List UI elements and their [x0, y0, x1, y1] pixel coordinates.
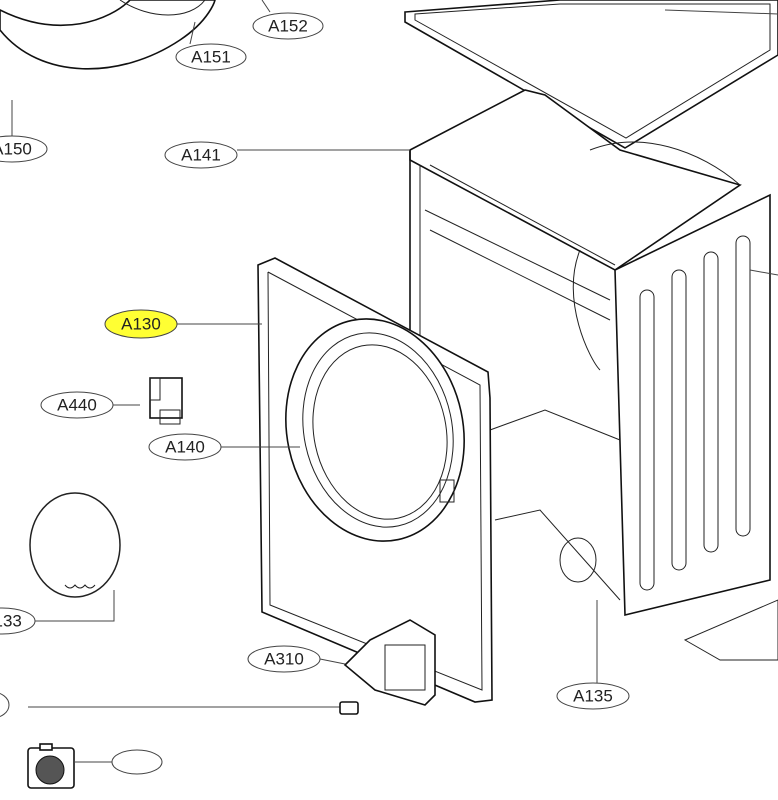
label-a310[interactable]: A310 [247, 645, 321, 673]
filter-cover-part[interactable] [343, 619, 436, 706]
svg-text:A135: A135 [573, 687, 613, 706]
label-a140[interactable]: A140 [148, 433, 222, 461]
label-a141[interactable]: A141 [164, 141, 238, 169]
label-blank[interactable] [111, 749, 163, 775]
svg-text:A440: A440 [57, 396, 97, 415]
door-part[interactable] [0, 0, 216, 70]
gasket-wire-part[interactable] [29, 492, 121, 598]
svg-text:A133: A133 [0, 612, 22, 631]
door-lock-part[interactable] [149, 377, 183, 425]
label-a440[interactable]: A440 [40, 391, 114, 419]
label-a135[interactable]: A135 [556, 682, 630, 710]
pump-part[interactable] [27, 743, 75, 789]
svg-text:A140: A140 [165, 438, 205, 457]
svg-text:A141: A141 [181, 146, 221, 165]
label-a130-highlighted[interactable]: A130 [104, 309, 178, 339]
svg-text:A130: A130 [121, 315, 161, 334]
front-panel-part[interactable] [257, 257, 493, 703]
label-partial-left[interactable] [0, 692, 10, 718]
svg-text:A150: A150 [0, 140, 32, 159]
svg-text:A152: A152 [268, 17, 308, 36]
label-a150[interactable]: A150 [0, 135, 48, 163]
svg-text:A151: A151 [191, 48, 231, 67]
screw-part[interactable] [339, 701, 359, 715]
top-plate-part[interactable] [404, 0, 778, 149]
label-a152[interactable]: A152 [252, 12, 324, 40]
label-a133[interactable]: A133 [0, 607, 36, 635]
svg-text:A310: A310 [264, 650, 304, 669]
label-a151[interactable]: A151 [175, 43, 247, 71]
